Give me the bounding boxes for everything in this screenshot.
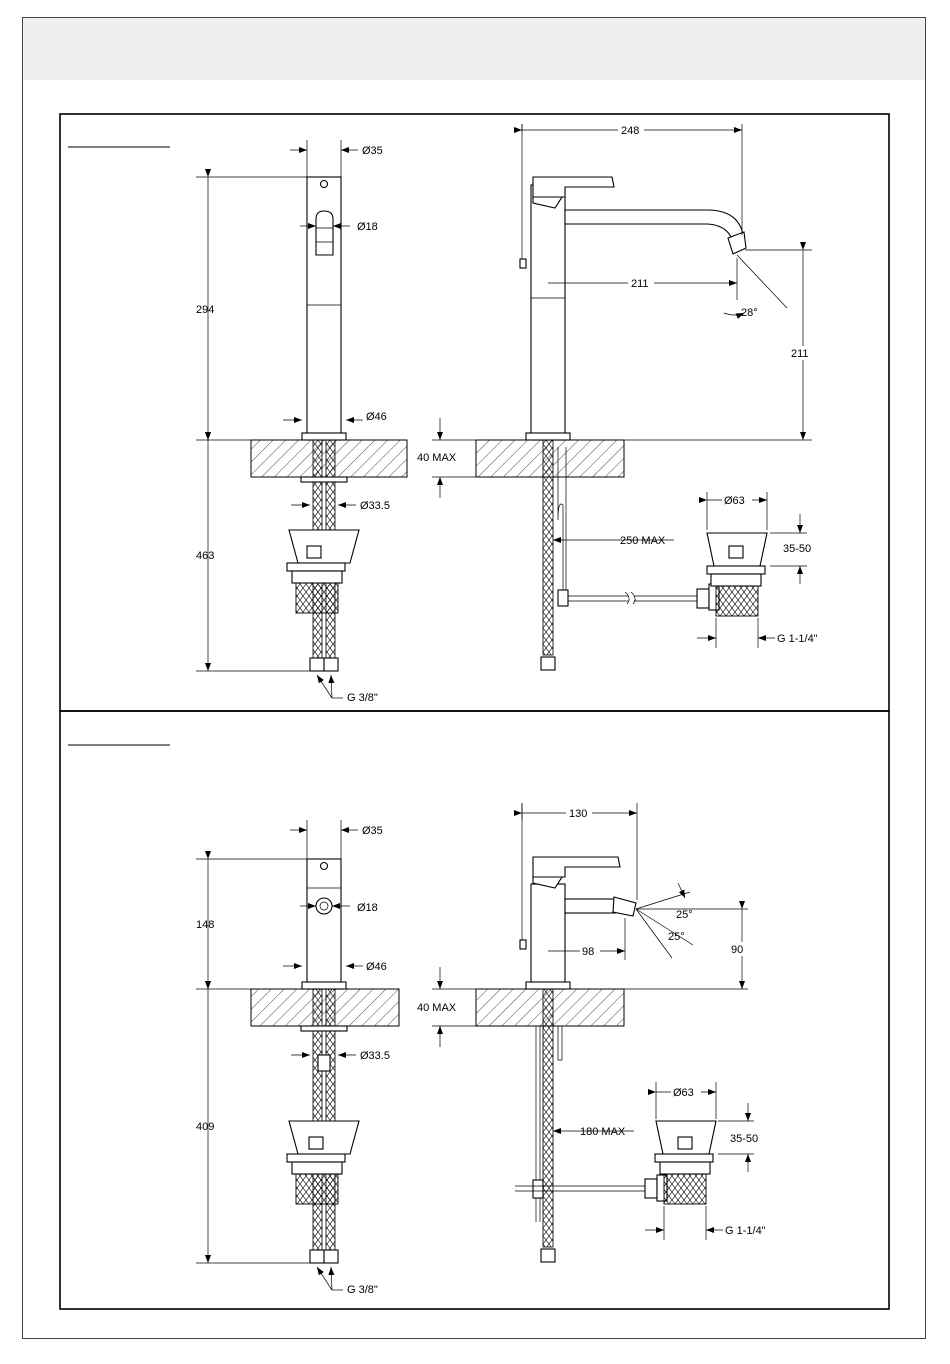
dim-height-above-deck: 148	[196, 919, 214, 931]
waste-thread	[296, 1174, 338, 1204]
lever	[316, 898, 332, 914]
dim-height-above-deck: 294	[196, 304, 214, 316]
waste-flange	[289, 530, 359, 563]
pop-up-rod	[558, 1026, 562, 1060]
waste-thread	[296, 583, 338, 613]
hose	[543, 440, 553, 655]
hose-nut-left	[310, 658, 324, 671]
pop-up-knob	[520, 940, 526, 949]
dim-total-reach: 248	[621, 125, 639, 137]
dim-spout-angle-lower: 25°	[668, 931, 685, 943]
hose-nut	[541, 1249, 555, 1262]
base-ring	[302, 433, 346, 440]
bottom-panel-frame	[60, 711, 889, 1309]
spout	[565, 899, 615, 913]
dim-shank-diameter: Ø33.5	[360, 500, 390, 512]
dim-base-diameter: Ø46	[366, 961, 387, 973]
dim-height-below-deck: 463	[196, 550, 214, 562]
lever-pin	[321, 181, 328, 188]
dim-spout-angle: 28°	[741, 307, 758, 319]
dim-spout-height: 211	[791, 348, 809, 360]
waste-thread	[716, 586, 758, 616]
base-ring	[302, 982, 346, 989]
dim-waste-diameter: Ø63	[724, 495, 745, 507]
dim-deck-thickness: 40 MAX	[417, 1002, 457, 1014]
dim-waste-range: 35-50	[730, 1133, 758, 1145]
mixer-body	[531, 185, 565, 440]
dim-shank-diameter: Ø33.5	[360, 1050, 390, 1062]
bottom-side-view: 130 98 25° 25° 90 40 MAX	[417, 803, 766, 1262]
lever	[533, 177, 614, 197]
dim-spout-reach: 211	[631, 278, 649, 290]
dim-height-below-deck: 409	[196, 1121, 214, 1133]
dim-lever-diameter: Ø18	[357, 902, 378, 914]
dim-rod-length: 250 MAX	[620, 535, 666, 547]
dim-top-diameter: Ø35	[362, 145, 383, 157]
dim-spout-reach: 98	[582, 946, 594, 958]
dim-waste-thread: G 1-1/4"	[777, 633, 818, 645]
deck-section	[251, 989, 399, 1026]
dim-lever-diameter: Ø18	[357, 221, 378, 233]
lever	[533, 857, 620, 877]
hose-nut	[541, 657, 555, 670]
dim-hose-thread: G 3/8"	[347, 692, 378, 704]
dim-waste-diameter: Ø63	[673, 1087, 694, 1099]
top-side-view: 248 211 28° 211 40 MAX Ø63 250 MAX	[417, 123, 818, 670]
waste-flange	[289, 1121, 359, 1154]
dim-rod-length: 180 MAX	[580, 1126, 626, 1138]
base-ring	[526, 982, 570, 989]
dim-top-diameter: Ø35	[362, 825, 383, 837]
shank-nut	[301, 1026, 347, 1031]
base-ring	[526, 433, 570, 440]
pop-up-knob	[520, 259, 526, 268]
hose	[543, 989, 553, 1247]
spout	[565, 210, 744, 252]
top-front-view: Ø35 Ø18 294 Ø46 Ø33.5 463 G 3/8"	[196, 140, 407, 704]
lever	[316, 211, 333, 255]
hose-nut-right	[324, 658, 338, 671]
hose-nut-left	[310, 1250, 324, 1263]
dim-hose-thread: G 3/8"	[347, 1284, 378, 1296]
dim-base-diameter: Ø46	[366, 411, 387, 423]
hose-nut-right	[324, 1250, 338, 1263]
dim-spout-angle-upper: 25°	[676, 909, 693, 921]
dim-total-reach: 130	[569, 808, 587, 820]
top-panel-frame	[60, 114, 889, 711]
lever-pin	[321, 863, 328, 870]
bottom-front-view: Ø35 Ø18 148 Ø46 Ø33.5 409 G 3/8"	[196, 820, 399, 1296]
dim-deck-thickness: 40 MAX	[417, 452, 457, 464]
dim-spout-height: 90	[731, 944, 743, 956]
shank-nut	[301, 477, 347, 482]
dim-waste-range: 35-50	[783, 543, 811, 555]
waste-thread	[664, 1174, 706, 1204]
dim-waste-thread: G 1-1/4"	[725, 1225, 766, 1237]
aerator	[613, 897, 636, 916]
mixer-body	[307, 859, 341, 989]
mixer-body	[531, 884, 565, 989]
